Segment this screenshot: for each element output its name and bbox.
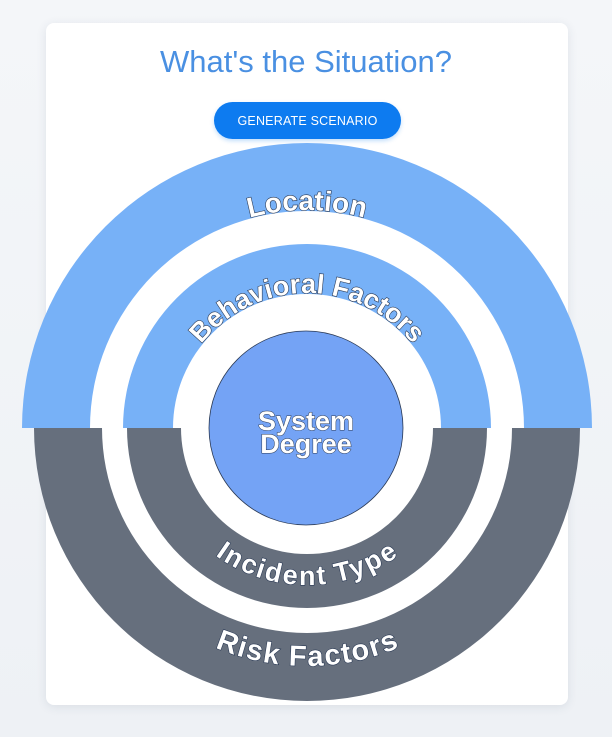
behavioral-factors-ring[interactable]: [123, 244, 491, 428]
location-label: Location: [244, 185, 371, 223]
svg-text:Location: Location: [244, 185, 371, 223]
incident-type-ring[interactable]: [127, 428, 487, 608]
center-label-line2: Degree: [260, 429, 352, 459]
page-title: What's the Situation?: [160, 44, 452, 79]
location-ring[interactable]: [22, 143, 592, 428]
risk-factors-ring[interactable]: [34, 428, 580, 701]
generate-scenario-button[interactable]: GENERATE SCENARIO: [214, 102, 401, 139]
center-label-line1: System: [258, 406, 354, 436]
system-degree-center[interactable]: [208, 330, 404, 526]
